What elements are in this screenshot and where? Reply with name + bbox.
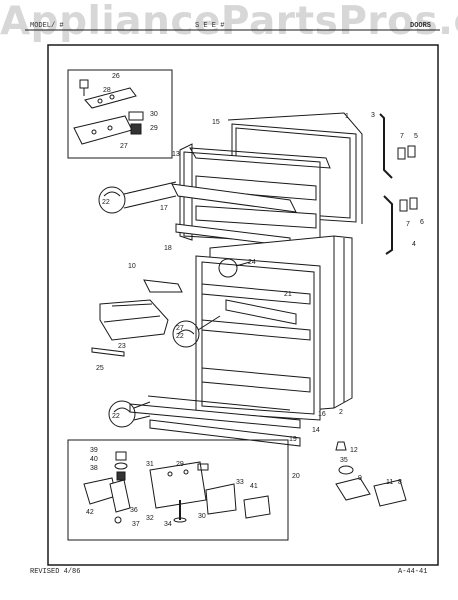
freezer-shelf-17	[171, 183, 297, 213]
callout-9: 9	[358, 475, 362, 482]
part-12	[335, 441, 347, 451]
callout-37: 37	[132, 521, 140, 528]
part-7b	[399, 199, 408, 212]
callout-25: 25	[96, 365, 104, 372]
callout-24: 24	[248, 259, 256, 266]
callout-23: 23	[118, 343, 126, 350]
callout-19: 19	[289, 436, 297, 443]
callout-8: 8	[398, 479, 402, 486]
hinge-3	[379, 113, 393, 179]
drawing-code: A-44-41	[398, 568, 428, 576]
callout-7a: 7	[400, 133, 404, 140]
diagram-frame	[47, 44, 439, 566]
callout-30a: 30	[150, 111, 158, 118]
callout-17: 17	[160, 205, 168, 212]
callout-16: 16	[318, 411, 326, 418]
callout-41: 41	[250, 483, 258, 490]
fresh-food-door	[195, 235, 353, 421]
revision-note: REVISED 4/86	[30, 568, 81, 576]
header-model-label: MODEL/ #	[30, 22, 64, 30]
callout-15: 15	[212, 119, 220, 126]
part-6	[409, 197, 418, 210]
callout-40: 40	[90, 456, 98, 463]
callout-33: 33	[236, 479, 244, 486]
section-title: DOORS	[410, 22, 432, 30]
callout-3: 3	[371, 112, 375, 119]
detail-circle-24	[218, 258, 238, 278]
part-25	[91, 347, 125, 357]
callout-2: 2	[339, 409, 343, 416]
callout-21: 21	[284, 291, 292, 298]
callout-22b: 22	[112, 413, 120, 420]
part-5	[407, 145, 416, 158]
callout-26: 26	[112, 73, 120, 80]
callout-20: 20	[292, 473, 300, 480]
part-10	[143, 279, 183, 293]
callout-27b: 27	[176, 325, 184, 332]
detail-circle-22b	[108, 400, 136, 428]
callout-32: 32	[146, 515, 154, 522]
callout-11: 11	[386, 479, 393, 486]
callout-42: 42	[86, 509, 94, 516]
callout-5: 5	[414, 133, 418, 140]
callout-12: 12	[350, 447, 358, 454]
hinge-inset-top	[67, 69, 173, 159]
part-9	[335, 477, 371, 501]
callout-39: 39	[90, 447, 98, 454]
callout-29a: 29	[150, 125, 158, 132]
callout-22c: 22	[176, 333, 184, 340]
callout-28: 28	[103, 87, 111, 94]
rail-19	[129, 403, 301, 429]
callout-7b: 7	[406, 221, 410, 228]
bottom-hinge-parts	[83, 451, 271, 524]
callout-13: 13	[172, 151, 180, 158]
hinge-4	[383, 195, 393, 255]
callout-22a: 22	[102, 199, 110, 206]
part-35	[338, 465, 354, 475]
part-8	[373, 479, 407, 507]
detail-circle-27	[172, 320, 200, 348]
callout-38: 38	[90, 465, 98, 472]
callout-6: 6	[420, 219, 424, 226]
callout-31: 31	[146, 461, 154, 468]
hinge-bracket-top	[73, 79, 144, 145]
part-7a	[397, 147, 406, 160]
callout-29b: 29	[176, 461, 184, 468]
callout-1: 1	[345, 113, 349, 120]
callout-30b: 30	[198, 513, 206, 520]
callout-34: 34	[164, 521, 172, 528]
callout-27a: 27	[120, 143, 128, 150]
callout-10: 10	[128, 263, 136, 270]
callout-14: 14	[312, 427, 320, 434]
callout-36: 36	[130, 507, 138, 514]
callout-18: 18	[164, 245, 172, 252]
callout-35: 35	[340, 457, 348, 464]
detail-circle-22a	[98, 186, 126, 214]
dairy-compartment-23	[99, 299, 169, 341]
callout-4: 4	[412, 241, 416, 248]
hinge-inset-bottom	[67, 439, 289, 541]
header-see-label: S E E #	[195, 22, 225, 30]
